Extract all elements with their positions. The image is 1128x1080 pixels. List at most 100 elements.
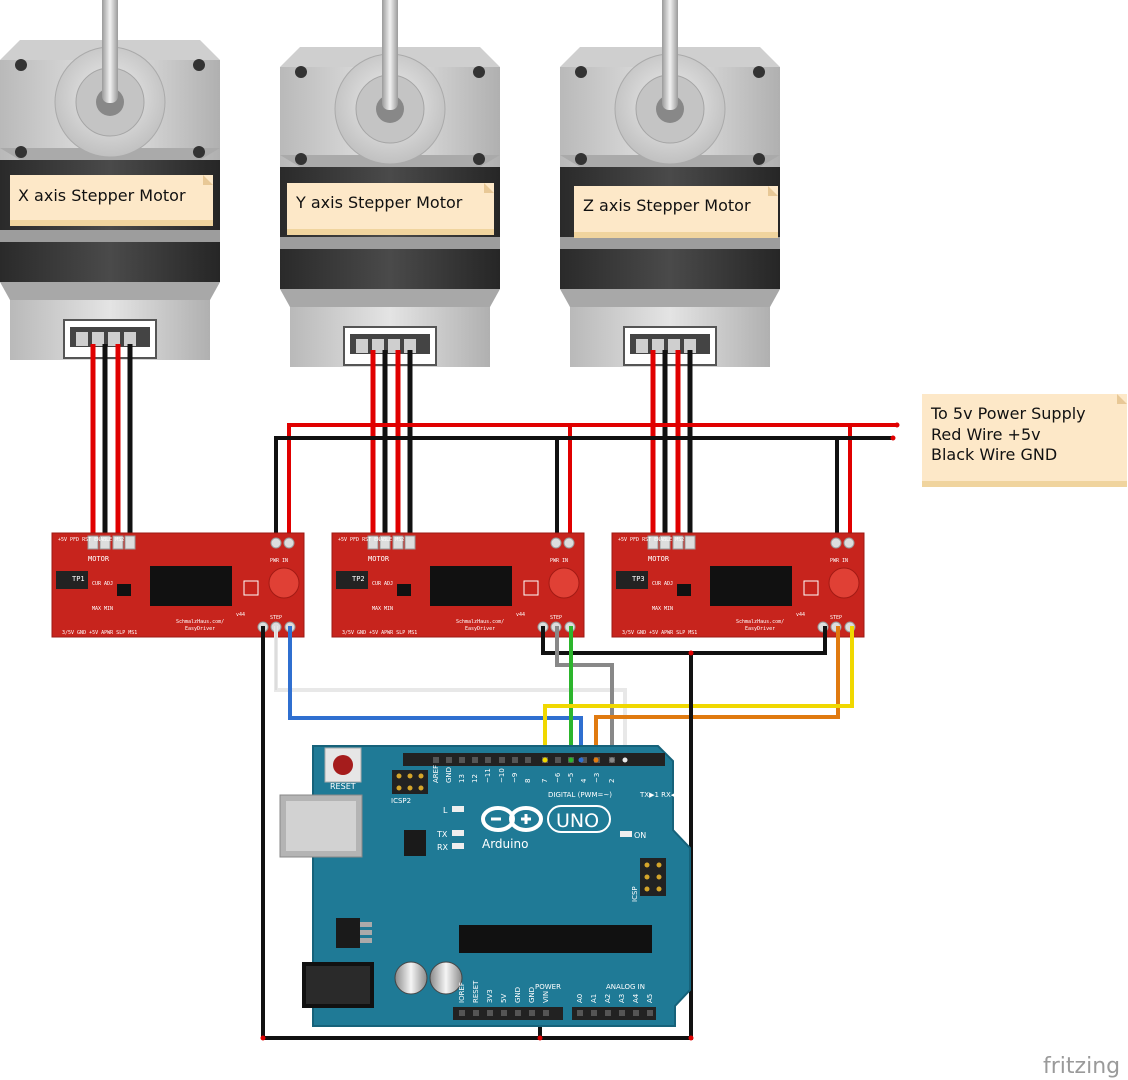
digital-pin-label: GND xyxy=(445,767,453,783)
pwr-pin xyxy=(830,537,842,549)
usb-chip xyxy=(404,830,426,856)
digital-pin xyxy=(433,757,439,763)
pot-labels: CUR ADJ xyxy=(372,581,393,587)
pin-row-bottom: 3/5V GND +5V APWR SLP MS1 xyxy=(342,630,417,636)
power-pin-label: 5V xyxy=(500,994,508,1003)
motor-label: MOTOR xyxy=(648,555,670,563)
digital-pin-label: 12 xyxy=(471,774,479,783)
digital-pin xyxy=(499,757,505,763)
svg-text:RESET: RESET xyxy=(330,782,356,791)
analog-pin xyxy=(605,1010,611,1016)
digital-pin xyxy=(555,757,561,763)
capacitor-2 xyxy=(429,961,463,995)
analog-pin-label: A5 xyxy=(646,994,654,1003)
svg-text:DIGITAL (PWM=~): DIGITAL (PWM=~) xyxy=(548,791,612,799)
digital-pin xyxy=(472,757,478,763)
pin-row-top: +5V PFD RST ENABLE MS2 xyxy=(338,537,404,543)
version-label: v44 xyxy=(796,612,805,618)
digital-pin xyxy=(485,757,491,763)
motor-pin xyxy=(379,535,391,550)
pwr-in-label: PWR IN xyxy=(830,558,848,564)
pin-row-top: +5V PFD RST ENABLE MS2 xyxy=(618,537,684,543)
digital-pin-label: ~3 xyxy=(593,773,601,783)
motor-pin xyxy=(672,535,684,550)
motor-pin xyxy=(404,535,416,550)
atmega-chip xyxy=(459,925,652,953)
digital-pin-label: AREF xyxy=(432,765,440,783)
pwr-pin xyxy=(843,537,855,549)
regulator xyxy=(336,918,360,948)
motor-pin xyxy=(87,535,99,550)
digital-pin xyxy=(581,757,587,763)
svg-text:UNO: UNO xyxy=(556,810,599,832)
power-header xyxy=(453,1007,563,1020)
digital-pin-label: 2 xyxy=(608,779,616,783)
driver-chip xyxy=(710,566,792,606)
icsp-header xyxy=(640,858,666,896)
svg-text:Black Wire GND: Black Wire GND xyxy=(931,445,1057,464)
power-pin-label: RESET xyxy=(472,980,480,1003)
maker-label: SchmalzHaus.com/ xyxy=(736,619,784,625)
motor-pin xyxy=(367,535,379,550)
pwr-pin xyxy=(283,537,295,549)
pin-row-bottom: 3/5V GND +5V APWR SLP MS1 xyxy=(62,630,137,636)
version-label: v44 xyxy=(236,612,245,618)
arduino-logo: UNO Arduino xyxy=(481,805,611,851)
capacitor-1 xyxy=(394,961,428,995)
motor-label: MOTOR xyxy=(88,555,110,563)
motor-pin xyxy=(392,535,404,550)
tp-label: TP1 xyxy=(72,575,85,583)
power-bus-wires xyxy=(274,423,897,546)
maker-label: SchmalzHaus.com/ xyxy=(456,619,504,625)
power-pin xyxy=(473,1010,479,1016)
motor-label: MOTOR xyxy=(368,555,390,563)
motor-pin xyxy=(99,535,111,550)
svg-text:RX: RX xyxy=(437,843,449,852)
tp-label: TP2 xyxy=(352,575,365,583)
digital-pin xyxy=(459,757,465,763)
svg-text:X axis Stepper Motor: X axis Stepper Motor xyxy=(18,186,186,205)
digital-pin xyxy=(446,757,452,763)
analog-pin xyxy=(647,1010,653,1016)
note-motor-x: X axis Stepper Motor xyxy=(10,175,213,226)
digital-pin xyxy=(525,757,531,763)
svg-text:ON: ON xyxy=(634,831,646,840)
reset-button[interactable] xyxy=(324,747,362,783)
power-pin-label: GND xyxy=(528,987,536,1003)
power-pin-label: IOREF xyxy=(458,982,466,1003)
motor-pin xyxy=(124,535,136,550)
maker-label: SchmalzHaus.com/ xyxy=(176,619,224,625)
svg-text:ICSP2: ICSP2 xyxy=(391,797,411,805)
digital-pin-label: ~11 xyxy=(484,768,492,783)
maker-label-2: EasyDriver xyxy=(745,626,775,632)
pwr-in-label: PWR IN xyxy=(550,558,568,564)
svg-text:TX▶1 RX◀0: TX▶1 RX◀0 xyxy=(639,791,681,799)
motor-pin xyxy=(659,535,671,550)
analog-pin-label: A4 xyxy=(632,993,640,1003)
max-min-label: MAX MIN xyxy=(372,606,393,612)
note-motor-y: Y axis Stepper Motor xyxy=(287,183,494,235)
analog-pin-label: A0 xyxy=(576,994,584,1003)
note-motor-z: Z axis Stepper Motor xyxy=(574,186,778,238)
pot xyxy=(828,567,860,599)
svg-text:Arduino: Arduino xyxy=(482,837,528,851)
fritzing-watermark: fritzing xyxy=(1043,1054,1120,1079)
pin-row-bottom: 3/5V GND +5V APWR SLP MS1 xyxy=(622,630,697,636)
svg-text:ICSP: ICSP xyxy=(631,886,639,902)
analog-header xyxy=(572,1007,656,1020)
motor-coil-wires xyxy=(90,344,693,542)
analog-pin xyxy=(577,1010,583,1016)
svg-text:POWER: POWER xyxy=(535,983,561,991)
svg-text:ANALOG IN: ANALOG IN xyxy=(606,983,645,991)
power-pin xyxy=(459,1010,465,1016)
digital-pin-label: 8 xyxy=(524,779,532,783)
analog-pin xyxy=(591,1010,597,1016)
svg-text:Red Wire +5v: Red Wire +5v xyxy=(931,425,1041,444)
digital-pin-label: 13 xyxy=(458,774,466,783)
max-min-label: MAX MIN xyxy=(652,606,673,612)
pin-row-top: +5V PFD RST ENABLE MS2 xyxy=(58,537,124,543)
power-pin xyxy=(501,1010,507,1016)
